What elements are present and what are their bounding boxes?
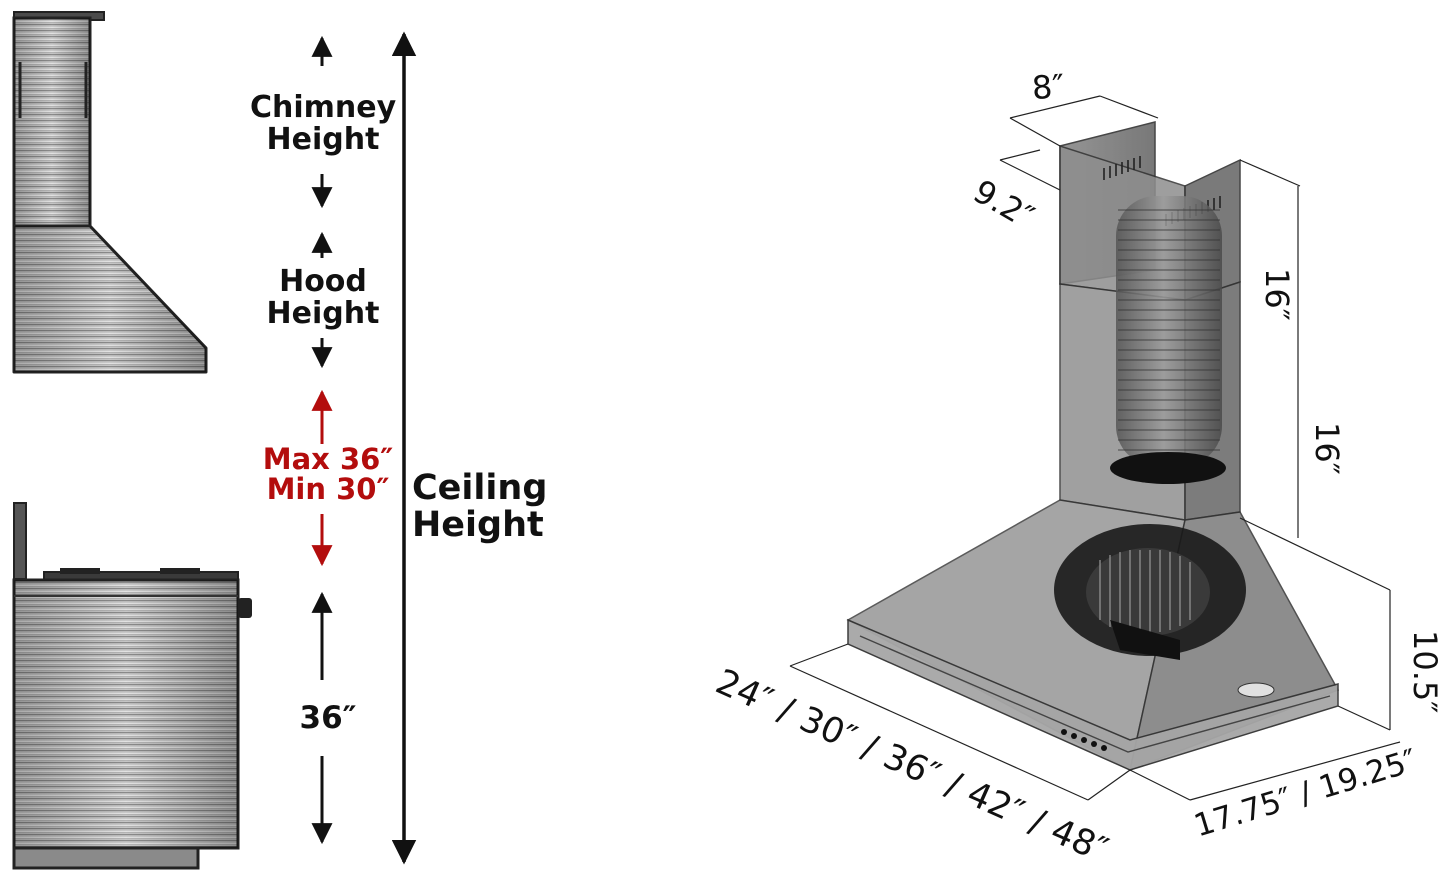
light-icon: [1237, 682, 1275, 698]
dimension-lines: [789, 95, 1401, 801]
ceiling-height-line1: Ceiling: [412, 468, 548, 508]
control-buttons-icon: [1061, 729, 1107, 751]
flex-duct: [1110, 196, 1226, 484]
ceiling-height-label: Ceiling Height: [412, 470, 552, 544]
chimney-height-label: Chimney Height: [250, 92, 396, 155]
ceiling-height-line2: Height: [412, 504, 544, 545]
counter-height-label: 36″: [299, 700, 357, 736]
hood-height-label: Hood Height: [250, 266, 396, 329]
clearance-min: Min 30″: [266, 472, 390, 507]
hood-side-elevation: [12, 11, 208, 374]
range-side-elevation: [12, 502, 252, 870]
chimney-width-label: 8″: [1030, 66, 1066, 108]
lower-chimney-height-label: 16″: [1308, 422, 1346, 475]
hood-height-line1: Hood: [279, 264, 367, 299]
clearance-max: Max 36″: [262, 442, 394, 476]
hood-height-line2: Height: [266, 295, 380, 331]
chimney-height-line1: Chimney: [250, 90, 397, 125]
blower-motor: [1054, 524, 1246, 660]
chimney-height-line2: Height: [266, 121, 380, 157]
hood-height-dimension-label: 10.5″: [1406, 630, 1440, 714]
clearance-label: Max 36″ Min 30″: [250, 444, 406, 505]
hood-3d-view: [846, 121, 1340, 772]
upper-chimney-height-label: 16″: [1258, 268, 1296, 321]
